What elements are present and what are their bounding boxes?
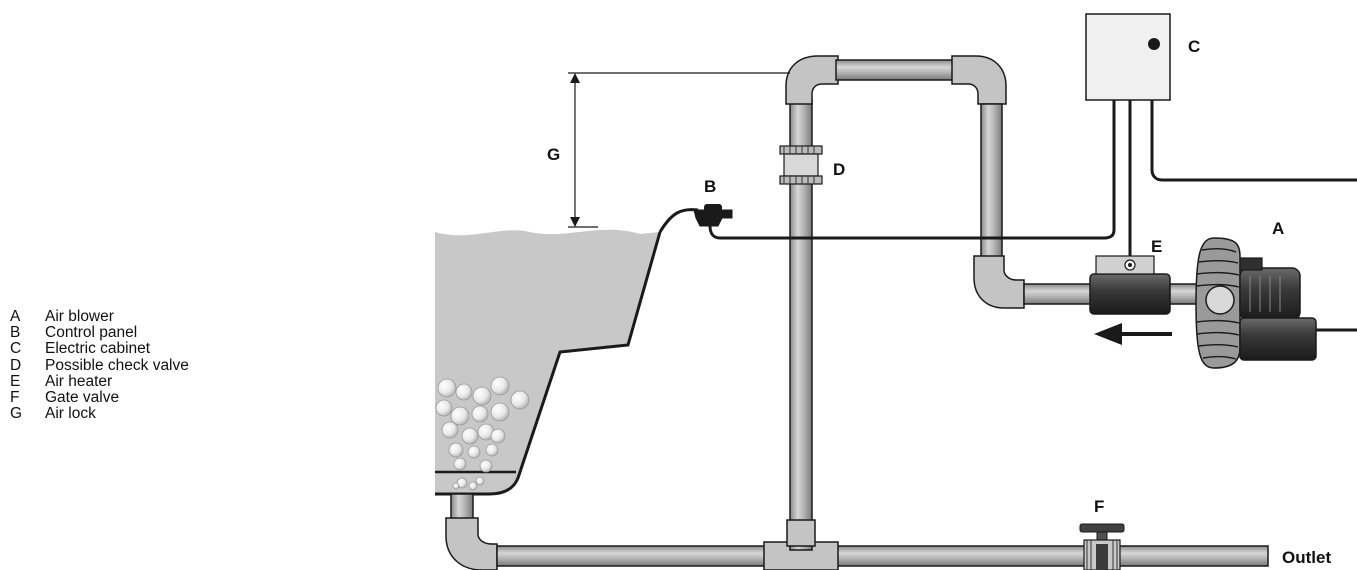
electric-cabinet	[708, 13, 1357, 256]
cabinet-box	[1085, 13, 1171, 101]
legend-text: Air blower	[45, 308, 114, 325]
main-pipe	[445, 493, 1269, 570]
legend-item-e: E Air heater	[10, 372, 189, 390]
pipe-down-right	[980, 103, 1003, 259]
pipe-bottom	[496, 545, 1269, 567]
air-bubbles	[435, 376, 530, 491]
air-heater	[1089, 255, 1203, 315]
cable-to-panel	[708, 100, 1116, 240]
legend-item-g: G Air lock	[10, 405, 189, 423]
legend-text: Control panel	[45, 324, 138, 342]
legend-item-d: D Possible check valve	[10, 356, 189, 374]
gate-valve	[1079, 523, 1125, 570]
elbow-top-right	[951, 55, 1007, 105]
legend-text: Air lock	[45, 405, 96, 423]
legend-letter: C	[10, 340, 22, 358]
callout-c: C	[1188, 37, 1200, 56]
air-lock-dimension	[568, 72, 790, 228]
cable-to-blower	[1150, 100, 1357, 182]
callout-d: D	[833, 160, 845, 179]
legend-item-f: F Gate valve	[10, 388, 189, 406]
legend-letter: B	[10, 324, 21, 342]
riser-pipe	[785, 55, 1095, 551]
legend-text: Air heater	[45, 372, 113, 390]
legend-item-b: B Control panel	[10, 324, 189, 342]
tank	[435, 208, 699, 496]
pipe-elbow-lower-left	[445, 517, 498, 570]
legend-letter: A	[10, 308, 21, 325]
pipe-to-heater	[1023, 283, 1095, 305]
check-valve	[779, 145, 823, 185]
motor-terminal-box	[1239, 257, 1263, 271]
callout-a: A	[1272, 219, 1284, 238]
callout-f: F	[1094, 497, 1104, 516]
legend-item-c: C Electric cabinet	[10, 341, 189, 357]
legend: A Air blower B Control panel C Electric …	[10, 308, 189, 423]
heater-body	[1089, 273, 1171, 315]
legend-item-a: A Air blower	[10, 308, 189, 325]
valve-handle	[1079, 523, 1125, 533]
legend-text: Possible check valve	[45, 356, 189, 374]
riser-socket	[786, 519, 816, 547]
elbow-lower-right	[973, 255, 1025, 309]
elbow-top-left	[785, 55, 839, 105]
panel-body	[693, 209, 733, 227]
callout-e: E	[1151, 237, 1162, 256]
air-blower	[1195, 237, 1357, 369]
legend-letter: E	[10, 372, 21, 390]
callout-b: B	[704, 177, 716, 196]
callout-g: G	[547, 145, 560, 164]
blower-inlet	[1205, 285, 1235, 315]
outlet-label: Outlet	[1282, 548, 1331, 567]
legend-letter: F	[10, 388, 20, 406]
motor-base	[1239, 317, 1317, 361]
legend-text: Electric cabinet	[45, 340, 151, 358]
legend-text: Gate valve	[45, 388, 120, 406]
legend-letter: G	[10, 405, 23, 423]
pipe-top	[835, 59, 955, 81]
control-panel	[693, 204, 733, 227]
legend-letter: D	[10, 356, 22, 374]
cabinet-indicator	[1148, 38, 1160, 50]
flow-arrow	[1094, 323, 1172, 345]
